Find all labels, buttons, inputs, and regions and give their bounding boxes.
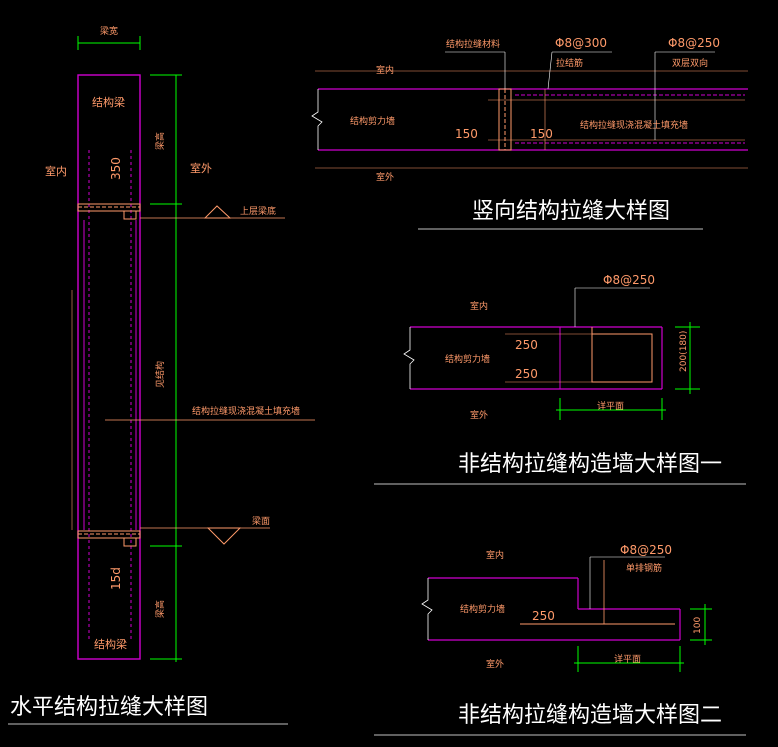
ns1-shear-wall-label: 结构剪力墙 [445,353,490,365]
dim-350: 350 [109,157,123,180]
rebar-b-note: 双层双向 [672,57,708,69]
dim-15d: 15d [109,567,123,590]
ns2-thickness: 100 [693,617,703,634]
title-vertical: 竖向结构拉缝大样图 [472,199,670,224]
outdoor-label: 室外 [190,161,212,175]
nonstructural-wall-detail-1: Φ8@250 室内 室外 结构剪力墙 250 250 200(180) 详平面 … [374,273,746,485]
dim-mid: 见结构 [154,361,166,388]
vertical-joint-detail: 结构拉缝材料 Φ8@300 拉结筋 Φ8@250 双层双向 室内 室外 结构剪力… [311,36,748,230]
dim-beam-height-top: 梁高 [154,132,166,150]
beam-face-label: 梁面 [252,515,270,527]
beam-width-label: 梁宽 [100,25,118,37]
indoor-label: 室内 [45,164,67,178]
ns2-rebar-note: 单排钢筋 [626,562,662,574]
fill-wall-label: 结构拉缝现浇混凝土填充墙 [192,405,300,417]
ns2-dim-250: 250 [532,609,555,623]
dim-beam-height-bottom: 梁高 [154,600,166,618]
title-ns1: 非结构拉缝构造墙大样图一 [458,452,722,477]
struct-beam-bottom-label: 结构梁 [94,637,127,651]
title-horizontal: 水平结构拉缝大样图 [10,695,208,720]
rebar-b-label: Φ8@250 [668,36,720,50]
dim-150-right: 150 [530,127,553,141]
ns2-plan-label: 详平面 [614,653,641,665]
struct-beam-top-label: 结构梁 [92,95,125,109]
joint-material-label: 结构拉缝材料 [446,38,500,50]
vertical-indoor-label: 室内 [376,64,394,76]
wall-outline [77,74,141,660]
vertical-outdoor-label: 室外 [376,171,394,183]
ns1-outdoor-label: 室外 [470,409,488,421]
floor-top-label: 上层梁底 [240,205,276,217]
ns2-shear-wall-label: 结构剪力墙 [460,603,505,615]
ns1-dim-250-a: 250 [515,338,538,352]
rebar-a-note: 拉结筋 [556,57,583,69]
vertical-shear-wall-label: 结构剪力墙 [350,115,395,127]
ns1-dim-250-b: 250 [515,367,538,381]
ns1-indoor-label: 室内 [470,300,488,312]
ns2-outdoor-label: 室外 [486,658,504,670]
title-ns2: 非结构拉缝构造墙大样图二 [458,703,722,728]
ns1-thickness: 200(180) [679,331,689,372]
nonstructural-wall-detail-2: Φ8@250 单排钢筋 室内 室外 结构剪力墙 250 100 详平面 非结构拉… [374,543,746,736]
ns2-indoor-label: 室内 [486,549,504,561]
dim-150-left: 150 [455,127,478,141]
vertical-fill-wall-label: 结构拉缝现浇混凝土填充墙 [580,119,688,131]
horizontal-joint-detail: 梁宽 梁高 见结构 梁高 结构梁 结构梁 350 15d 室内 室外 [8,25,315,725]
ns1-plan-label: 详平面 [597,400,624,412]
ns2-rebar-label: Φ8@250 [620,543,672,557]
ns1-rebar-label: Φ8@250 [603,273,655,287]
rebar-a-label: Φ8@300 [555,36,607,50]
